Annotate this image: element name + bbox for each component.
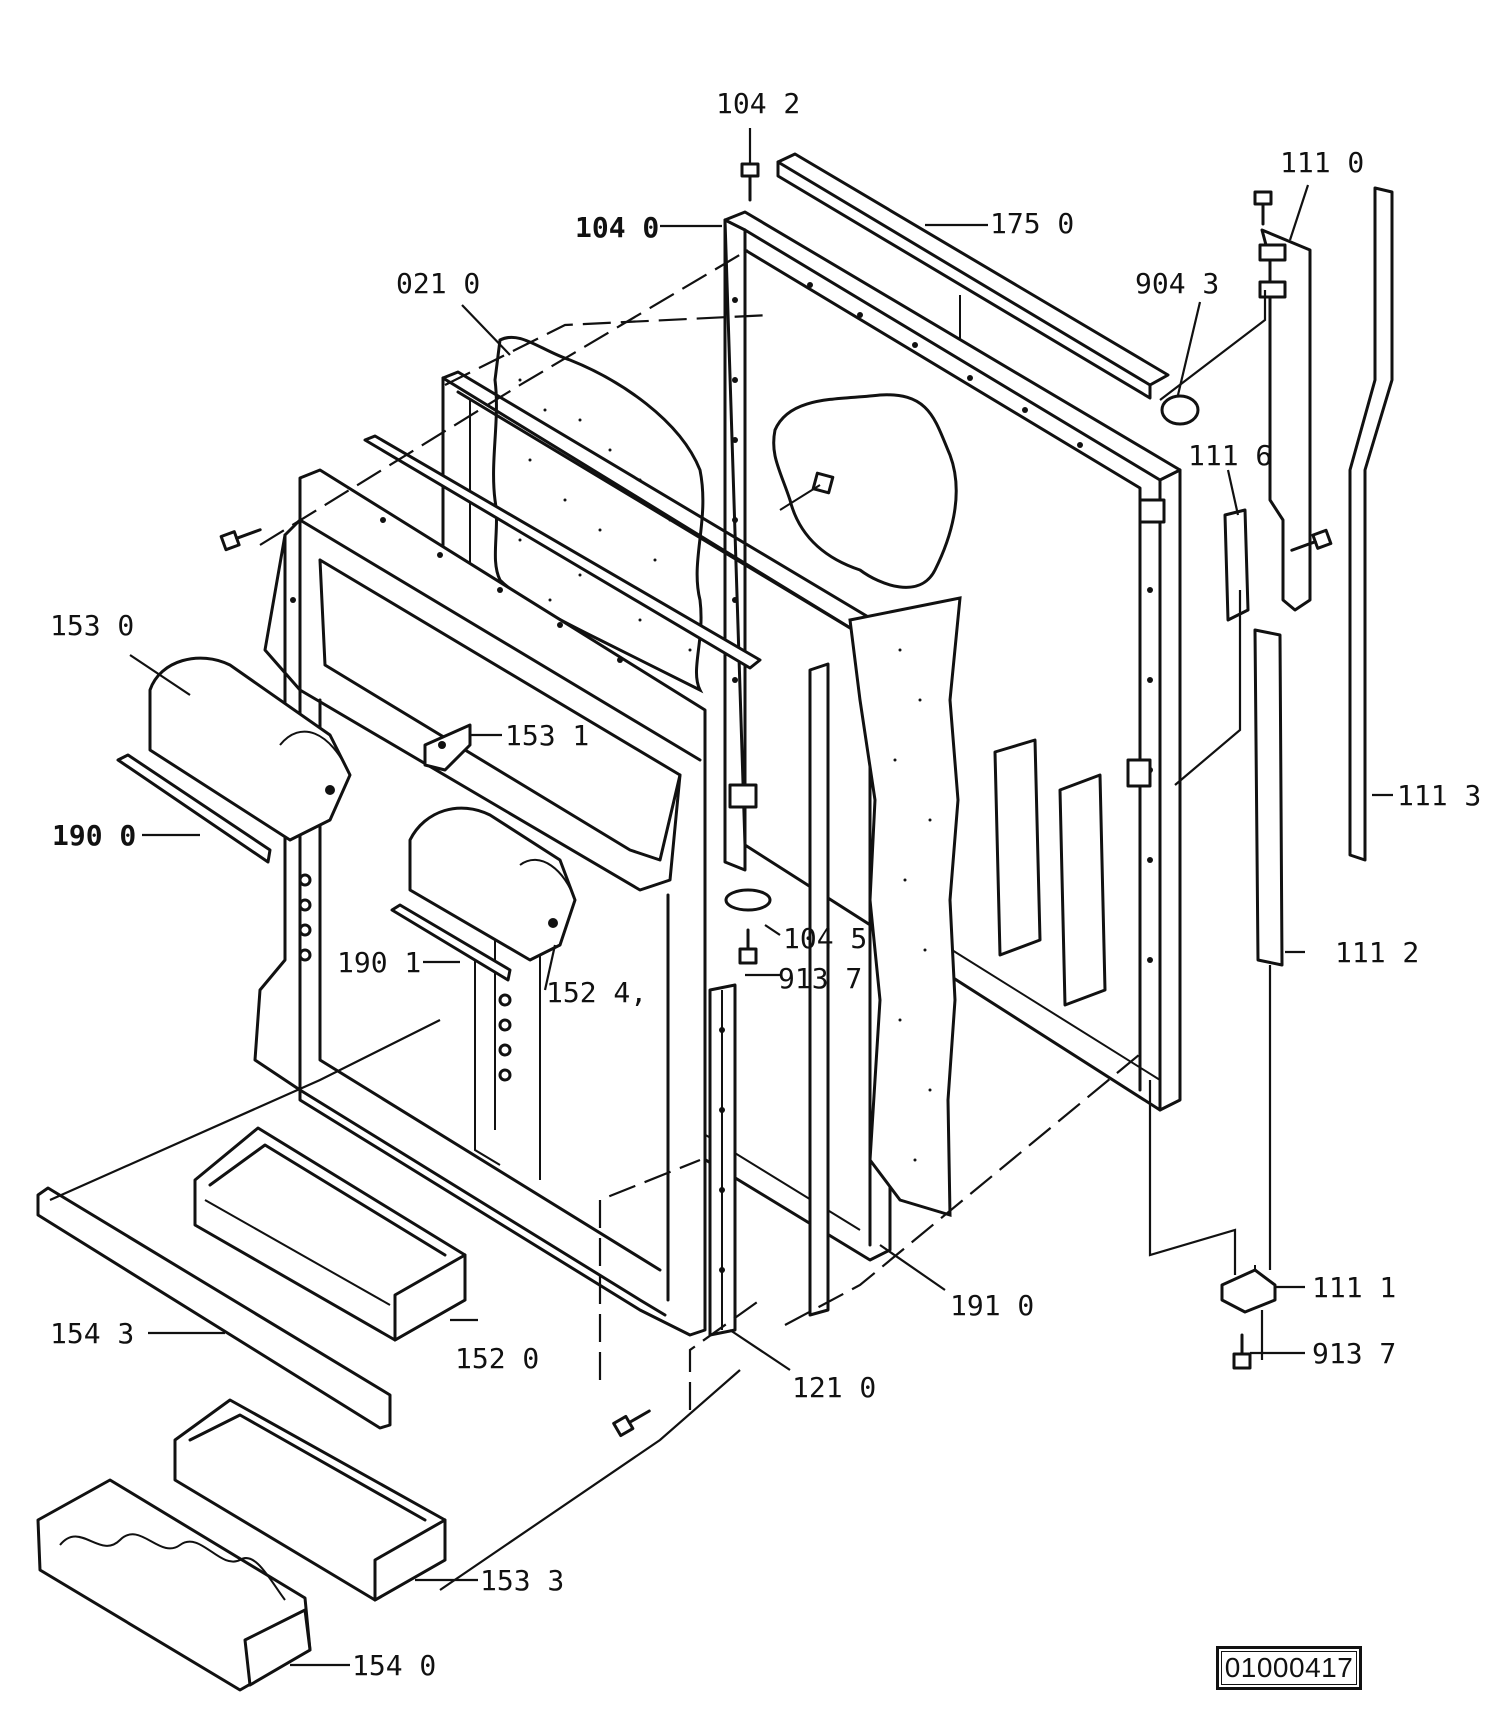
leader-lines: [129, 128, 1393, 1667]
label-913-7-b: 913 7: [1312, 1337, 1396, 1370]
flap-hinge-153-1: [423, 723, 472, 772]
right-foam-strip: [848, 596, 962, 1218]
door-bin-152-0: [193, 1126, 467, 1342]
screw-icon: [612, 1409, 651, 1438]
label-111-3: 111 3: [1397, 779, 1481, 812]
label-153-3: 153 3: [480, 1564, 564, 1597]
lower-hinge-bracket: [1220, 1265, 1277, 1314]
right-foam-speckles: [893, 648, 932, 1162]
label-153-1: 153 1: [505, 719, 589, 752]
top-rail: [363, 434, 762, 670]
label-154-3: 154 3: [50, 1317, 134, 1350]
document-number-box: 01000417: [1216, 1646, 1362, 1690]
label-190-0: 190 0: [52, 819, 136, 852]
label-111-6: 111 6: [1188, 439, 1272, 472]
label-111-0: 111 0: [1280, 146, 1364, 179]
label-154-0: 154 0: [352, 1649, 436, 1682]
label-121-0: 121 0: [792, 1371, 876, 1404]
cutaway-outline: [772, 393, 958, 589]
label-904-3: 904 3: [1135, 267, 1219, 300]
assembly-lines: [49, 249, 1272, 1591]
lower-bar-111-2: [1253, 628, 1284, 967]
screw-icon: [1253, 190, 1273, 226]
rail-154-3: [36, 1186, 392, 1430]
top-hinge-arm: [1223, 228, 1312, 622]
label-153-0: 153 0: [50, 609, 134, 642]
screw-icon: [740, 162, 760, 202]
label-152-4: 152 4,: [546, 976, 647, 1009]
label-104-5: 104 5: [783, 922, 867, 955]
door-bin-153-3: [173, 1398, 447, 1602]
side-strip-121: [708, 662, 830, 1337]
dairy-flap-153-0: [148, 656, 352, 842]
rail-190-0: [116, 753, 272, 864]
label-913-7-a: 913 7: [778, 962, 862, 995]
egg-tray-154-0: [36, 1478, 312, 1692]
hinge-plate-104-5: [724, 888, 772, 912]
dairy-flap-152-4: [408, 806, 577, 962]
label-175-0: 175 0: [990, 207, 1074, 240]
top-cover-strip: [776, 152, 1170, 400]
screw-icon: [738, 928, 758, 965]
screw-icon: [1290, 528, 1333, 552]
cap-904-3: [1160, 394, 1200, 426]
label-111-1: 111 1: [1312, 1271, 1396, 1304]
label-152-0: 152 0: [455, 1342, 539, 1375]
screw-icon: [1232, 1333, 1252, 1370]
foam-blocks: [993, 738, 1107, 1007]
label-191-0: 191 0: [950, 1289, 1034, 1322]
part-labels: 104 2 111 0 104 0 175 0 904 3 021 0 111 …: [50, 87, 1481, 1682]
liner-holes: [290, 517, 623, 1082]
hinge-bar-111-3: [1348, 186, 1394, 862]
label-190-1: 190 1: [337, 946, 421, 979]
rail-190-1: [390, 903, 512, 982]
label-111-2: 111 2: [1335, 936, 1419, 969]
label-104-2: 104 2: [716, 87, 800, 120]
label-104-0: 104 0: [575, 211, 659, 244]
document-number: 01000417: [1224, 1652, 1354, 1683]
screw-icon: [219, 528, 262, 552]
frame-holes: [732, 282, 1153, 963]
screw-icons: [219, 162, 1333, 1438]
label-021-0: 021 0: [396, 267, 480, 300]
